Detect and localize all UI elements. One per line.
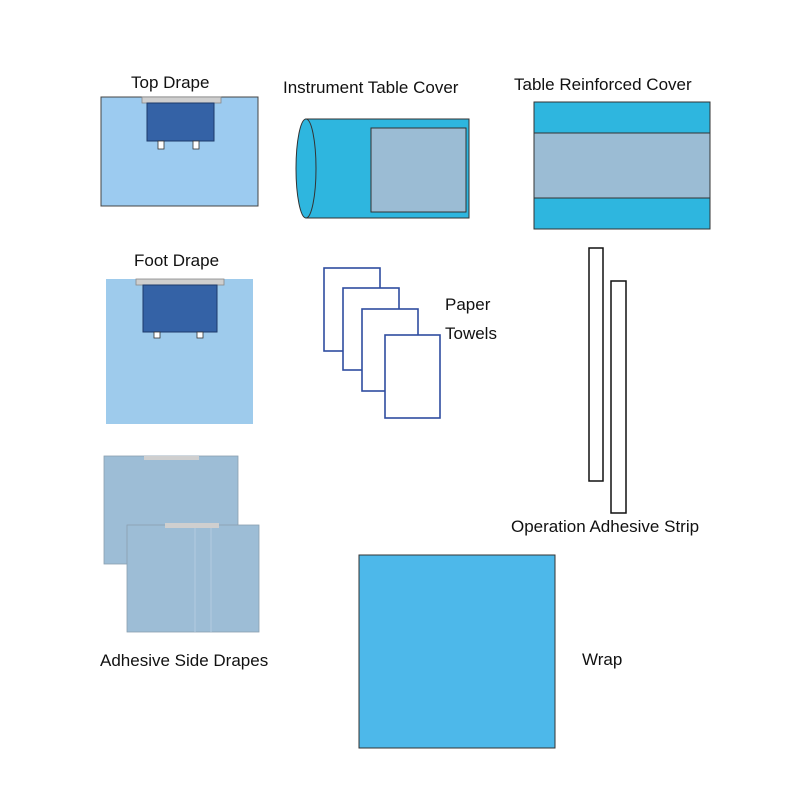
wrap-sheet [358, 554, 556, 749]
side-drape-back-adhesive [144, 456, 199, 460]
side-drape-front-adhesive [165, 523, 219, 528]
instrument-table-cover-label: Instrument Table Cover [283, 78, 459, 97]
paper-towels-label-line1: Paper [445, 295, 491, 314]
paper-towel-4 [384, 334, 441, 419]
top-drape-label: Top Drape [131, 73, 210, 92]
instrument-table-cover [295, 118, 470, 219]
foot-drape [106, 278, 253, 424]
foot-drape-tab-left [153, 331, 161, 339]
side-drape-front [126, 524, 260, 633]
adhesive-side-drapes-label: Adhesive Side Drapes [100, 651, 269, 670]
foot-drape-adhesive [135, 278, 225, 286]
wrap-label: Wrap [582, 650, 623, 669]
paper-towels [323, 267, 441, 419]
adhesive-strip-2 [610, 280, 627, 514]
reinforced-cover-band [533, 132, 711, 199]
table-reinforced-cover-label: Table Reinforced Cover [514, 75, 692, 94]
top-drape-adhesive [141, 96, 222, 104]
foot-drape-tab-right [196, 331, 204, 339]
top-drape-tab-left [157, 140, 165, 150]
operation-adhesive-strips [588, 247, 627, 514]
instrument-cover-panel [370, 127, 467, 213]
adhesive-side-drapes [103, 455, 260, 633]
table-reinforced-cover [533, 101, 711, 230]
paper-towels-label-line2: Towels [445, 324, 497, 343]
operation-adhesive-strip-label: Operation Adhesive Strip [511, 517, 700, 536]
wrap [358, 554, 556, 749]
instrument-cover-end [295, 118, 317, 219]
foot-drape-label: Foot Drape [134, 251, 220, 270]
foot-drape-pouch [142, 284, 218, 333]
top-drape-tab-right [192, 140, 200, 150]
adhesive-strip-1 [588, 247, 604, 482]
top-drape [100, 96, 259, 207]
top-drape-pouch [146, 102, 215, 142]
